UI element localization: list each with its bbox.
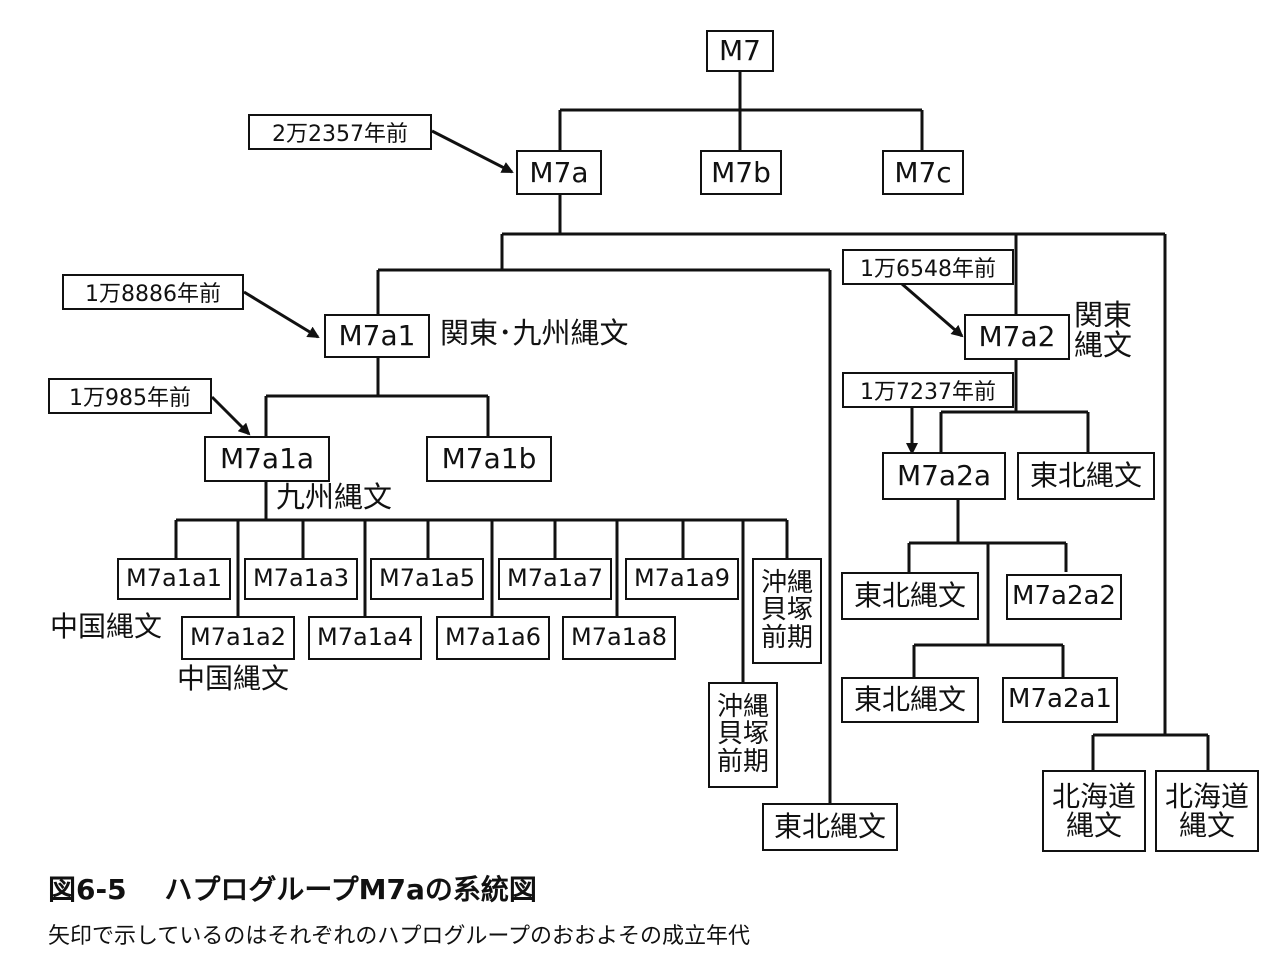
node-hokkaido-1: 北海道 縄文: [1042, 770, 1146, 852]
node-m7a2a1: M7a2a1: [1002, 677, 1118, 723]
node-tohoku-a2a-1: 東北縄文: [841, 572, 979, 620]
node-m7a1a5: M7a1a5: [370, 558, 484, 600]
node-m7a1a6: M7a1a6: [436, 616, 550, 660]
node-m7a1a4: M7a1a4: [308, 616, 422, 660]
edge-m7a2-children: [939, 360, 1090, 452]
node-m7a2a: M7a2a: [882, 452, 1006, 500]
node-tohoku-a2: 東北縄文: [1017, 452, 1155, 500]
node-m7a1a2: M7a1a2: [181, 616, 295, 660]
edge-m7a1-children: [264, 358, 490, 436]
edge-m7a1a-drops: [174, 520, 789, 684]
arrow-m7a1a-date: [210, 395, 251, 436]
node-m7a1b: M7a1b: [426, 436, 552, 482]
node-m7a1a1: M7a1a1: [117, 558, 231, 600]
edge-m7a-children: [500, 195, 1165, 270]
node-m7a2a2: M7a2a2: [1006, 574, 1122, 620]
edge-m7-children: [558, 72, 924, 150]
node-m7a1a: M7a1a: [204, 436, 330, 482]
date-m7a1: 1万8886年前: [62, 274, 244, 310]
arrow-m7a1-date: [243, 290, 320, 339]
label-m7a2-region: 関東 縄文: [1074, 298, 1133, 363]
label-m7a1a2-region: 中国縄文: [177, 662, 290, 695]
date-m7a2a: 1万7237年前: [842, 372, 1014, 408]
label-m7a1a1-region: 中国縄文: [50, 610, 163, 643]
arrow-m7a-date: [431, 129, 514, 174]
date-m7a2: 1万6548年前: [842, 249, 1014, 285]
date-m7a: 2万2357年前: [248, 114, 432, 150]
edge-m7a-sub: [376, 268, 832, 803]
edge-m7a1a-children: [176, 482, 787, 522]
node-m7a: M7a: [516, 150, 602, 195]
edge-hokkaido: [1091, 733, 1210, 770]
node-okinawa-b: 沖縄 貝塚 前期: [708, 682, 778, 788]
figure-caption-title: 図6-5 ハプログループM7aの系統図: [48, 873, 537, 906]
node-tohoku-a2a-2: 東北縄文: [841, 677, 979, 723]
label-m7a1a-region: 九州縄文: [276, 480, 393, 514]
node-m7b: M7b: [700, 150, 782, 195]
node-tohoku-a1: 東北縄文: [762, 803, 898, 851]
node-okinawa-a: 沖縄 貝塚 前期: [752, 558, 822, 664]
label-m7a1-region: 関東･九州縄文: [440, 316, 629, 350]
arrow-m7a2-date: [901, 282, 964, 338]
node-m7a1a7: M7a1a7: [498, 558, 612, 600]
node-m7a1a9: M7a1a9: [625, 558, 739, 600]
node-hokkaido-2: 北海道 縄文: [1155, 770, 1259, 852]
node-m7a1a3: M7a1a3: [244, 558, 358, 600]
edge-m7a-right: [1014, 234, 1167, 735]
edge-m7a2a-sub: [912, 543, 1065, 677]
node-m7: M7: [706, 30, 774, 72]
figure-caption-subtitle: 矢印で示しているのはそれぞれのハプログループのおおよその成立年代: [48, 924, 751, 949]
node-m7a1: M7a1: [324, 314, 430, 358]
node-m7a2: M7a2: [964, 314, 1070, 360]
node-m7c: M7c: [882, 150, 964, 195]
date-m7a1a: 1万985年前: [48, 378, 212, 414]
node-m7a1a8: M7a1a8: [562, 616, 676, 660]
